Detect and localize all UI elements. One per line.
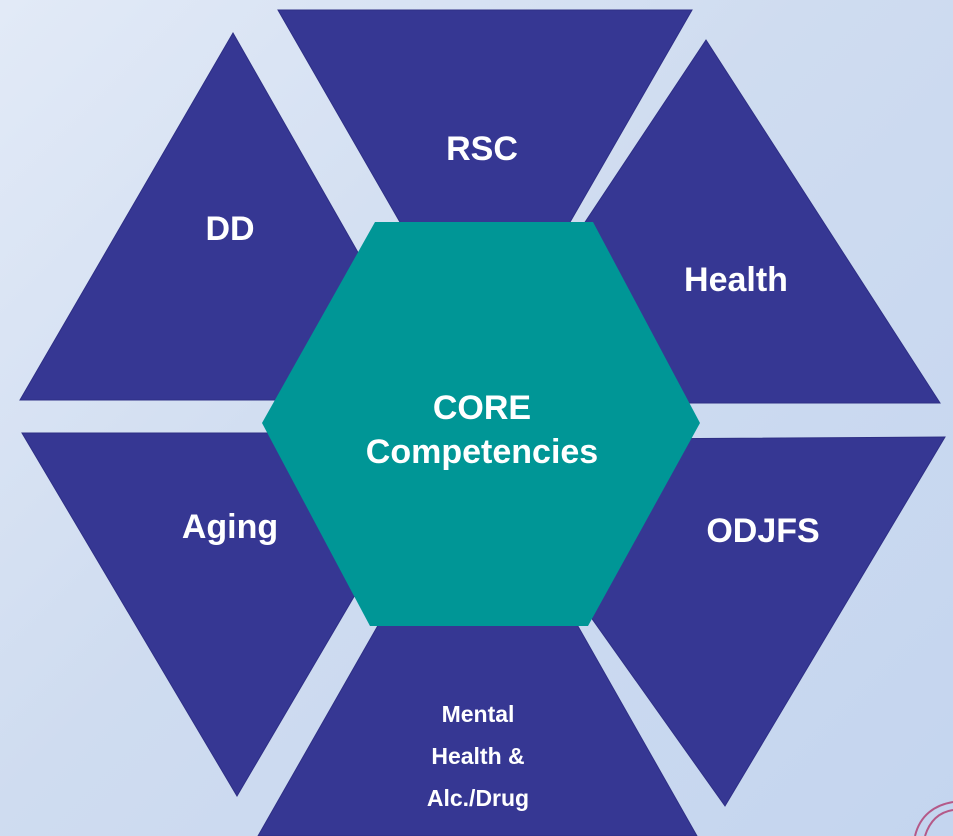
segment-mental-health <box>257 448 698 836</box>
label-health: Health <box>684 261 788 299</box>
corner-swoosh-decoration <box>914 801 953 836</box>
center-label-line2: Competencies <box>366 433 598 471</box>
label-dd: DD <box>205 210 254 248</box>
label-mental-health-line1: Mental <box>442 701 515 727</box>
label-mental-health-line3: Alc./Drug <box>427 785 529 811</box>
center-label-line1: CORE <box>433 389 531 427</box>
label-rsc: RSC <box>446 130 518 168</box>
label-odjfs: ODJFS <box>706 512 819 550</box>
center-hexagon <box>262 222 700 626</box>
label-aging: Aging <box>182 508 278 546</box>
label-mental-health-line2: Health & <box>431 743 524 769</box>
segment-rsc <box>277 9 693 372</box>
